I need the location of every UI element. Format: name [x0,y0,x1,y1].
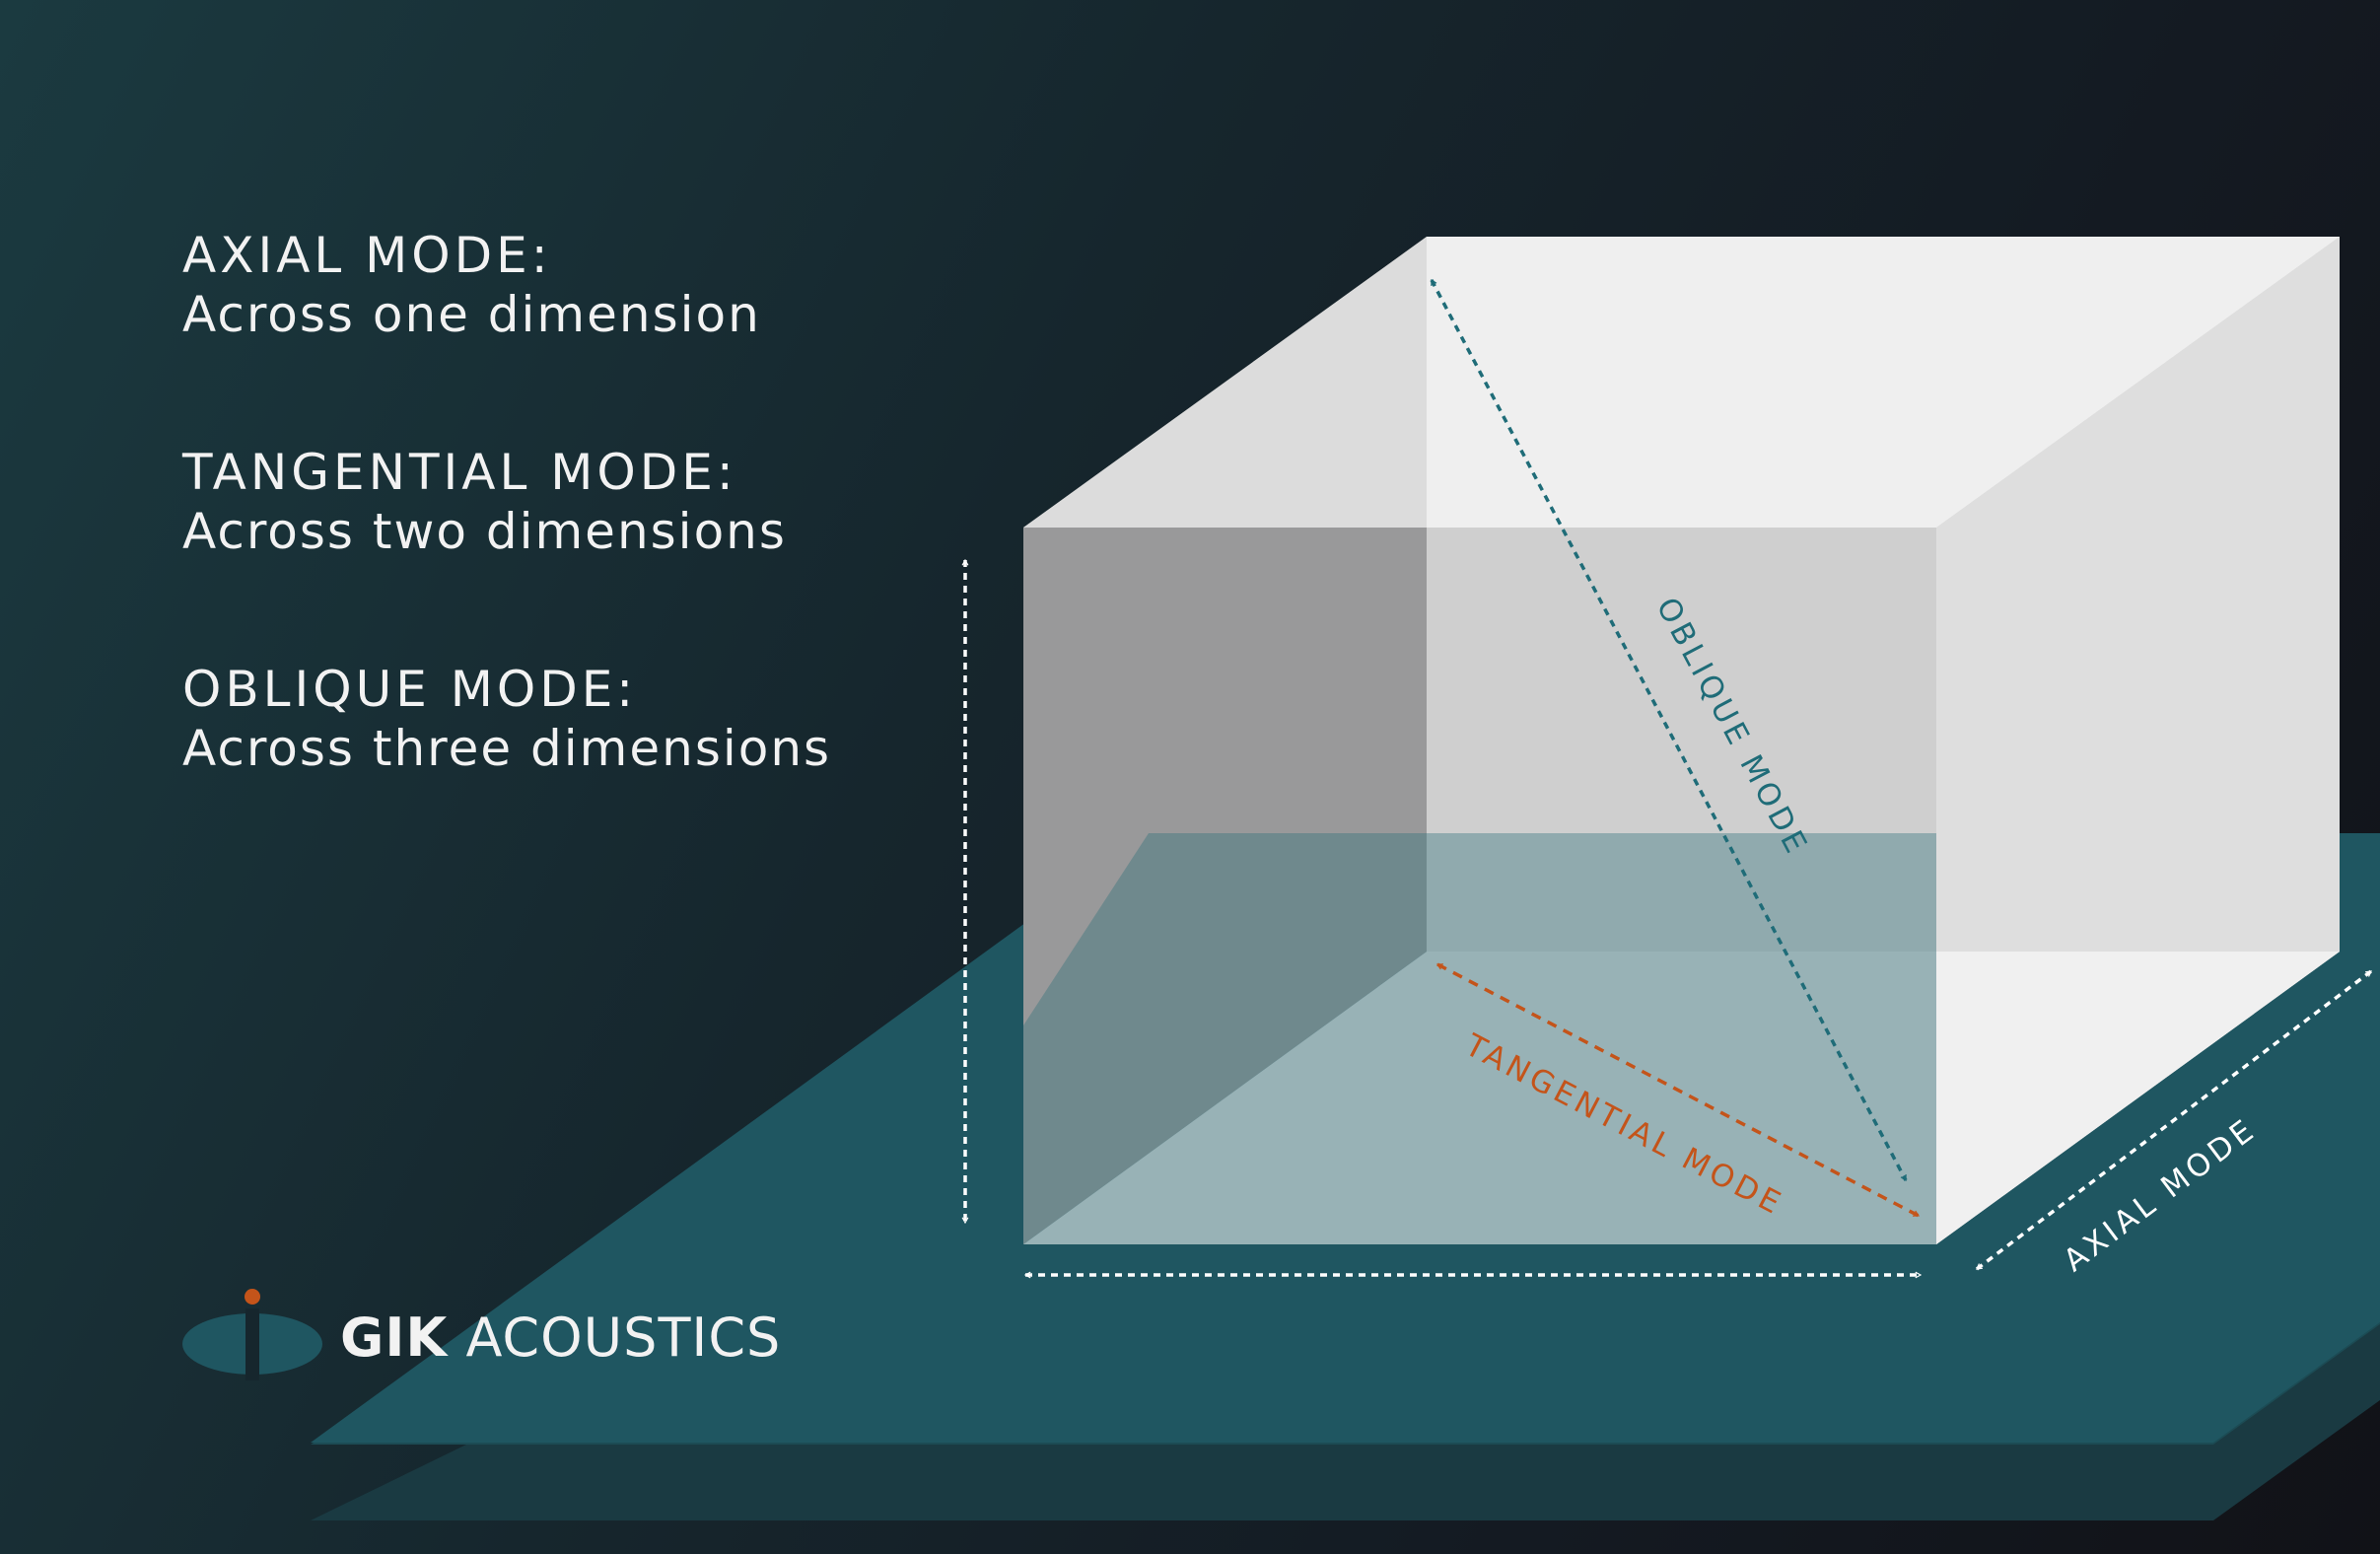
brand-wordmark: GIK ACOUSTICS [340,1307,781,1369]
legend-tangential-heading: TANGENTIAL MODE: [182,444,737,501]
legend-oblique-heading: OBLIQUE MODE: [182,661,638,718]
brand-logo: GIK ACOUSTICS [182,1287,873,1380]
legend-axial: AXIAL MODE: Across one dimension [182,226,761,344]
tangential-mode-arrow [1437,962,1919,1218]
brand-name-light: ACOUSTICS [465,1307,782,1369]
legend-axial-description: Across one dimension [182,286,761,343]
gik-logo-icon [182,1289,322,1380]
legend-tangential: TANGENTIAL MODE: Across two dimensions [182,443,787,561]
legend-axial-heading: AXIAL MODE: [182,227,552,284]
axial-mode-arrow [1975,969,2373,1271]
brand-name-bold: GIK [340,1307,449,1369]
legend-oblique-description: Across three dimensions [182,720,832,777]
legend-oblique: OBLIQUE MODE: Across three dimensions [182,660,831,778]
legend-tangential-description: Across two dimensions [182,503,787,560]
